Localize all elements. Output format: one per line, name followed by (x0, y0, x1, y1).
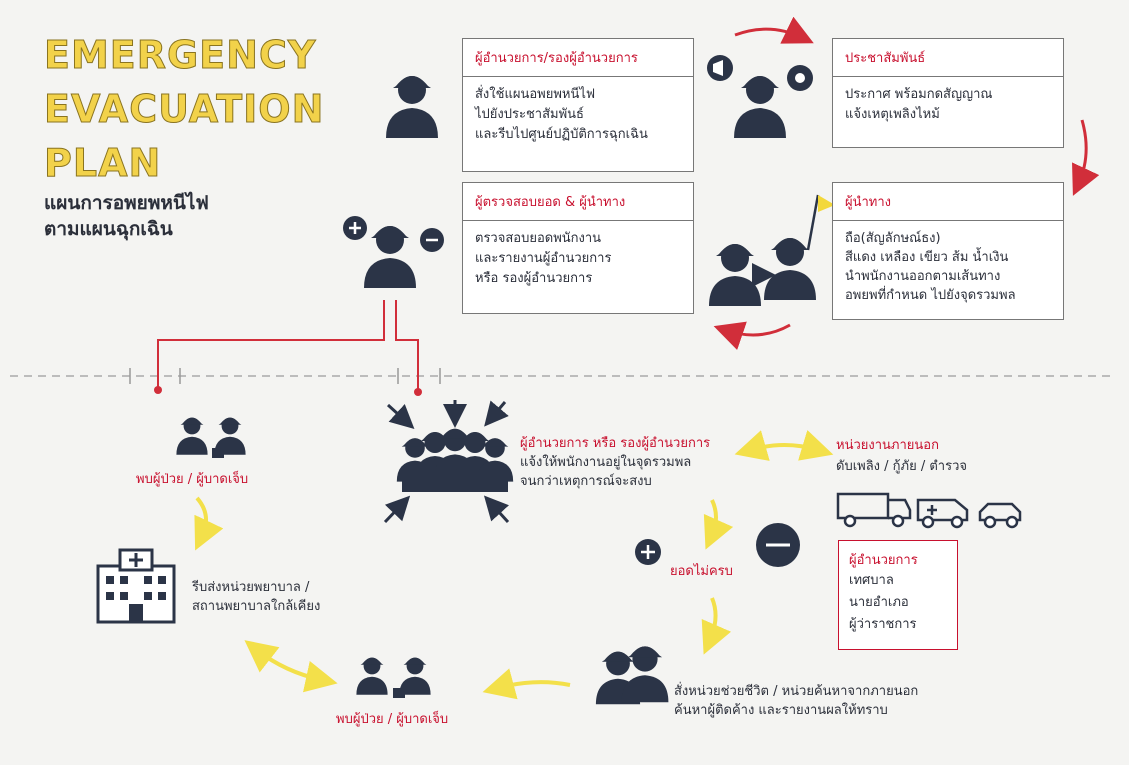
director-person-icon (386, 76, 438, 138)
flow-arrow-yellow (194, 496, 224, 551)
title-line-1: EMERGENCY (43, 33, 317, 78)
authority-line-2: นายอำเภอ (849, 595, 909, 610)
flow-arrow-yellow (244, 640, 338, 693)
plus-bubble-icon (343, 216, 367, 240)
pr-box-head: ประชาสัมพันธ์ (833, 39, 1063, 77)
hospital-line-2: สถานพยาบาลใกล้เคียง (192, 599, 321, 614)
guide-line-1: ถือ(สัญลักษณ์ธง) (845, 231, 941, 246)
title-line-2: EVACUATION (43, 87, 325, 132)
megaphone-icon (707, 55, 733, 81)
flag-icon (818, 195, 835, 212)
hospital-line-1: รีบส่งหน่วยพยาบาล / (192, 580, 310, 595)
injured-label-top: พบผู้ป่วย / ผู้บาดเจ็บ (136, 472, 249, 487)
injured-icon (176, 417, 246, 458)
director-box-head: ผู้อำนวยการ/รองผู้อำนวยการ (463, 39, 693, 77)
rescue-block: สั่งหน่วยช่วยชีวิต / หน่วยค้นหาจากภายนอก… (674, 682, 964, 720)
assembly-block: ผู้อำนวยการ หรือ รองผู้อำนวยการ แจ้งให้พ… (520, 432, 760, 491)
police-car-icon (978, 502, 1022, 529)
flow-arrow-yellow (734, 430, 834, 461)
director-line-3: และรีบไปศูนย์ปฏิบัติการฉุกเฉิน (475, 127, 648, 142)
external-block: หน่วยงานภายนอก ดับเพลิง / กู้ภัย / ตำรวจ (836, 434, 1056, 476)
rescue-team-icon (595, 646, 669, 705)
crowd-icon (396, 428, 514, 492)
inspector-box-head: ผู้ตรวจสอบยอด & ผู้นำทาง (463, 183, 693, 221)
pr-person-icon (734, 76, 786, 138)
hospital-block: รีบส่งหน่วยพยาบาล / สถานพยาบาลใกล้เคียง (192, 578, 392, 616)
flow-arrow-red (1072, 119, 1100, 196)
inspector-line-1: ตรวจสอบยอดพนักงาน (475, 231, 602, 246)
assembly-head: ผู้อำนวยการ หรือ รองผู้อำนวยการ (520, 436, 711, 451)
guide-line-2: สีแดง เหลือง เขียว ส้ม น้ำเงิน (845, 250, 1009, 265)
title-line-3: PLAN (43, 141, 162, 186)
guide-line-3: นำพนักงานออกตามเส้นทาง (845, 269, 1001, 284)
pr-line-2: แจ้งเหตุเพลิงไหม้ (845, 107, 940, 122)
authority-line-3: ผู้ว่าราชการ (849, 617, 917, 632)
rescue-line-1: สั่งหน่วยช่วยชีวิต / หน่วยค้นหาจากภายนอก (674, 684, 919, 699)
thai-title-line-1: แผนการอพยพหนีไฟ (44, 192, 209, 214)
inspector-line-2: และรายงานผู้อำนวยการ (475, 251, 612, 266)
director-box: ผู้อำนวยการ/รองผู้อำนวยการ สั่งใช้แผนอพย… (462, 38, 694, 172)
fire-truck-icon (836, 492, 912, 528)
flow-arrow-yellow (482, 668, 571, 700)
flow-arrow-red (713, 321, 791, 351)
director-line-2: ไปยังประชาสัมพันธ์ (475, 107, 584, 122)
external-line: ดับเพลิง / กู้ภัย / ตำรวจ (836, 459, 968, 474)
thai-title-line-2: ตามแผนฉุกเฉิน (44, 218, 173, 240)
flow-arrow-yellow (701, 597, 732, 655)
flow-arrow-red (734, 16, 814, 44)
authority-head: ผู้อำนวยการ (849, 553, 918, 568)
alarm-icon (787, 65, 813, 91)
inspector-line-3: หรือ รองผู้อำนวยการ (475, 271, 593, 286)
inspector-person-icon (364, 226, 416, 288)
minus-count-icon (756, 523, 800, 567)
hospital-icon (96, 548, 176, 624)
director-line-1: สั่งใช้แผนอพยพหนีไฟ (475, 87, 596, 102)
guide-line-4: อพยพที่กำหนด ไปยังจุดรวมพล (845, 288, 1016, 303)
incomplete-label: ยอดไม่ครบ (670, 564, 733, 579)
pr-line-1: ประกาศ พร้อมกดสัญญาณ (845, 87, 993, 102)
external-head: หน่วยงานภายนอก (836, 438, 939, 453)
inspector-box: ผู้ตรวจสอบยอด & ผู้นำทาง ตรวจสอบยอดพนักง… (462, 182, 694, 314)
plus-count-icon (635, 539, 661, 565)
assembly-line-1: แจ้งให้พนักงานอยู่ในจุดรวมพล (520, 455, 692, 470)
injured-icon-bottom (356, 657, 431, 698)
minus-bubble-icon (420, 228, 444, 252)
pr-box: ประชาสัมพันธ์ ประกาศ พร้อมกดสัญญาณ แจ้งเ… (832, 38, 1064, 148)
assembly-line-2: จนกว่าเหตุการณ์จะสงบ (520, 474, 652, 489)
injured-label-bottom: พบผู้ป่วย / ผู้บาดเจ็บ (336, 712, 449, 727)
rescue-line-2: ค้นหาผู้ติดค้าง และรายงานผลให้ทราบ (674, 703, 888, 718)
flow-arrow-yellow (703, 499, 734, 550)
authority-box: ผู้อำนวยการ เทศบาล นายอำเภอ ผู้ว่าราชการ (838, 540, 958, 650)
ambulance-icon (916, 498, 969, 529)
guide-box: ผู้นำทาง ถือ(สัญลักษณ์ธง) สีแดง เหลือง เ… (832, 182, 1064, 320)
authority-line-1: เทศบาล (849, 573, 894, 588)
title-block: EMERGENCY EVACUATION PLAN แผนการอพยพหนีไ… (43, 28, 325, 242)
guide-box-head: ผู้นำทาง (833, 183, 1063, 221)
